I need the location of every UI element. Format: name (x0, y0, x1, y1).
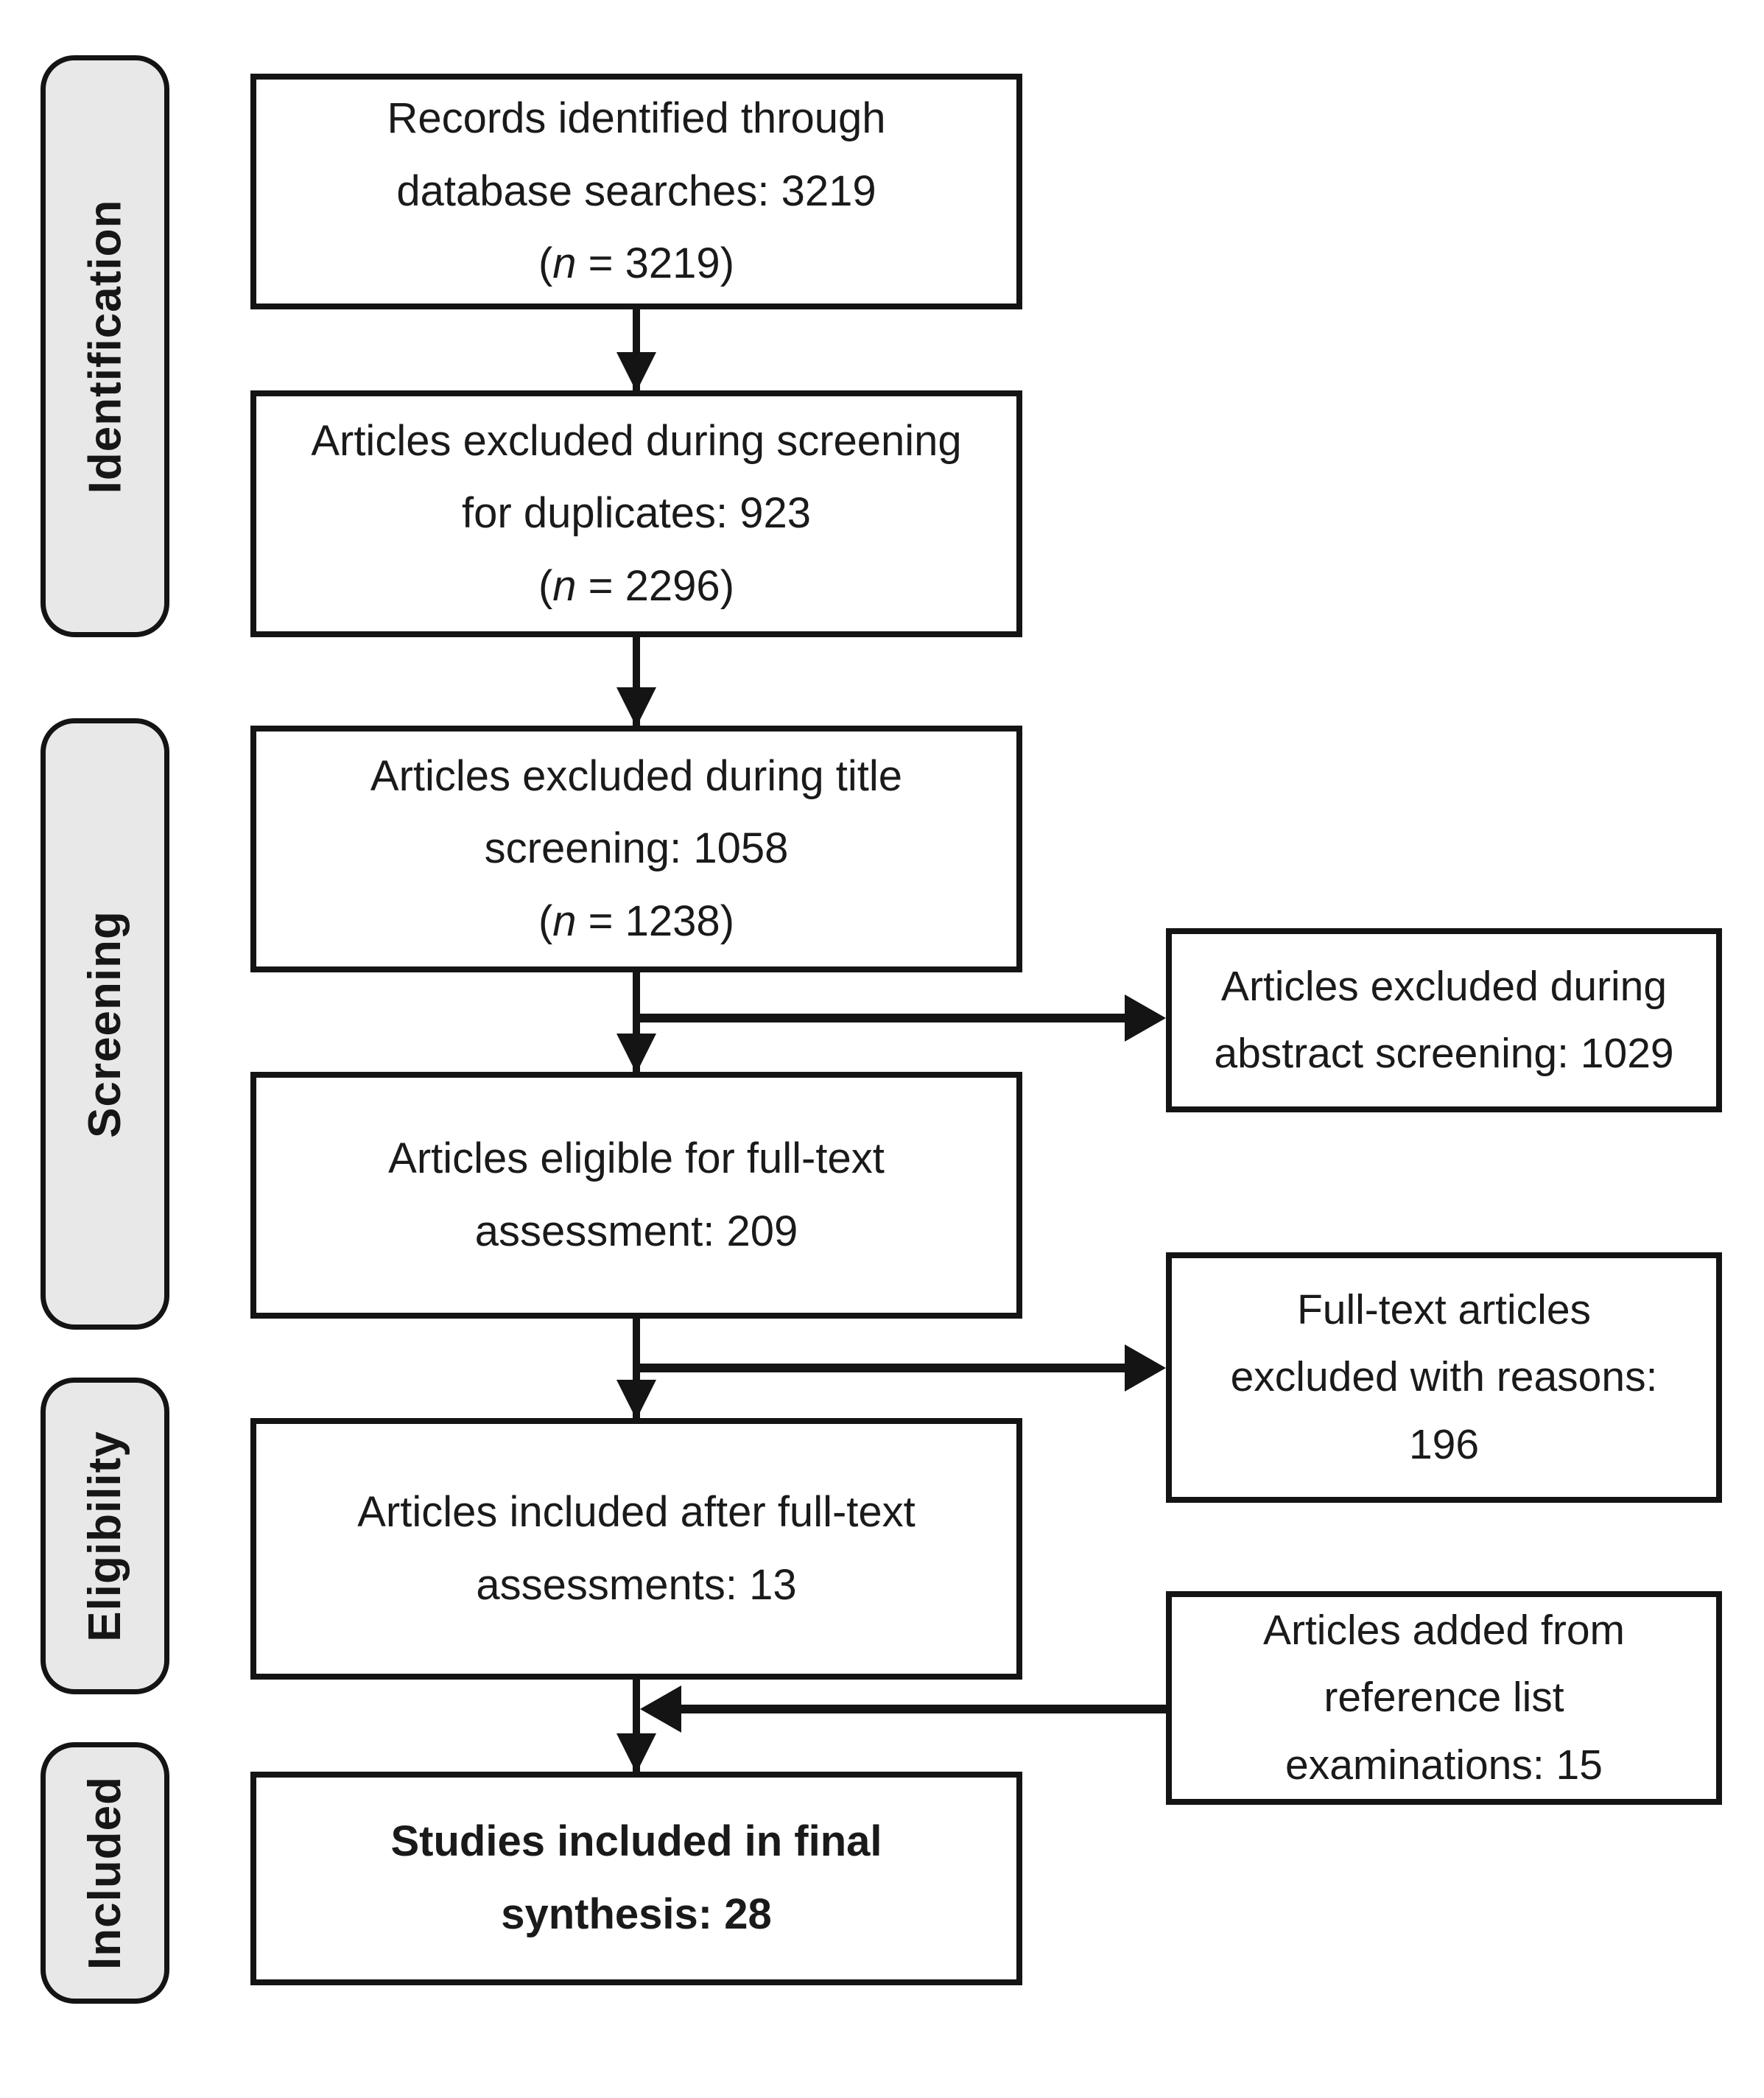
box-abstract-screening-excluded-line-1: Articles excluded during (1220, 962, 1668, 1010)
stage-label-eligibility: Eligibility (41, 1378, 169, 1694)
box-full-text-included: Articles included after full-text assess… (250, 1418, 1022, 1680)
arrow-reference-list-incoming-head-icon (640, 1685, 681, 1733)
box-duplicates-excluded-n-line: (n = 2296) (538, 561, 735, 610)
box-full-text-included-line-1: Articles included after full-text (357, 1487, 916, 1536)
box-abstract-screening-excluded: Articles excluded during abstract screen… (1166, 928, 1722, 1112)
arrow-branch-abstract-excluded-line (636, 1014, 1128, 1022)
stage-label-identification: Identification (41, 55, 169, 637)
box-final-synthesis-line-1: Studies included in final (390, 1817, 882, 1866)
box-records-identified-line-2: database searches: 3219 (396, 166, 876, 215)
arrow-title-to-eligible-head-icon (616, 1034, 656, 1073)
box-full-text-excluded-reasons-line-3: 196 (1408, 1420, 1480, 1468)
box-full-text-eligible: Articles eligible for full-text assessme… (250, 1072, 1022, 1319)
box-reference-list-added-line-3: examinations: 15 (1285, 1741, 1603, 1789)
stage-label-identification-text: Identification (80, 199, 130, 494)
arrow-records-to-duplicates-line (633, 306, 640, 390)
box-full-text-eligible-line-2: assessment: 209 (474, 1207, 798, 1255)
box-duplicates-excluded-line-2: for duplicates: 923 (462, 489, 811, 538)
box-full-text-eligible-line-1: Articles eligible for full-text (388, 1134, 885, 1182)
box-records-identified: Records identified through database sear… (250, 74, 1022, 309)
box-records-identified-n-line: (n = 3219) (538, 239, 735, 288)
arrow-records-to-duplicates-head-icon (616, 352, 656, 392)
box-reference-list-added-line-1: Articles added from (1262, 1607, 1626, 1655)
stage-label-eligibility-text: Eligibility (80, 1430, 130, 1642)
box-reference-list-added: Articles added from reference list exami… (1166, 1591, 1722, 1805)
arrow-duplicates-to-title-line (633, 634, 640, 727)
box-full-text-included-line-2: assessments: 13 (476, 1560, 797, 1609)
arrow-eligible-to-included-head-icon (616, 1380, 656, 1420)
stage-label-included-text: Included (80, 1776, 130, 1970)
box-abstract-screening-excluded-line-2: abstract screening: 1029 (1214, 1030, 1674, 1077)
box-title-screening-excluded-line-1: Articles excluded during title (370, 751, 903, 800)
box-final-synthesis-line-2: synthesis: 28 (501, 1890, 772, 1938)
box-duplicates-excluded-line-1: Articles excluded during screening (311, 416, 962, 465)
box-duplicates-excluded: Articles excluded during screening for d… (250, 390, 1022, 637)
arrow-duplicates-to-title-head-icon (616, 687, 656, 727)
stage-label-screening-text: Screening (80, 910, 130, 1138)
box-full-text-excluded-reasons-line-2: excluded with reasons: (1230, 1353, 1658, 1401)
box-title-screening-excluded-n-line: (n = 1238) (538, 897, 735, 945)
box-title-screening-excluded-line-2: screening: 1058 (484, 824, 789, 873)
arrow-included-to-synthesis-line (633, 1677, 640, 1773)
box-final-synthesis: Studies included in final synthesis: 28 (250, 1772, 1022, 1985)
arrow-reference-list-incoming-line (678, 1705, 1166, 1713)
box-records-identified-line-1: Records identified through (387, 94, 886, 143)
box-reference-list-added-line-2: reference list (1324, 1674, 1564, 1722)
arrow-branch-abstract-excluded-head-icon (1125, 994, 1166, 1042)
stage-label-screening: Screening (41, 718, 169, 1330)
arrow-included-to-synthesis-head-icon (616, 1733, 656, 1773)
box-full-text-excluded-reasons-line-1: Full-text articles (1296, 1286, 1592, 1334)
stage-label-included: Included (41, 1742, 169, 2004)
arrow-branch-full-text-excluded-line (636, 1364, 1128, 1372)
box-full-text-excluded-reasons: Full-text articles excluded with reasons… (1166, 1252, 1722, 1503)
arrow-branch-full-text-excluded-head-icon (1125, 1344, 1166, 1392)
box-title-screening-excluded: Articles excluded during title screening… (250, 726, 1022, 972)
